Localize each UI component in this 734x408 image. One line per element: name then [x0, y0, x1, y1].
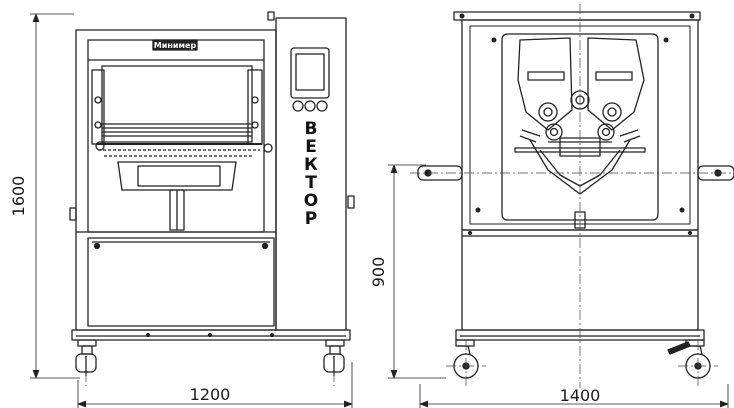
- control-button-1: [292, 100, 304, 112]
- control-button-2: [304, 100, 316, 112]
- front-height-label: 1600: [9, 176, 28, 217]
- side-width-dimension: [419, 384, 729, 408]
- side-height-label: 900: [369, 257, 388, 288]
- side-view: [388, 11, 734, 408]
- brand-letter: В: [305, 119, 318, 139]
- side-height-dimension: [388, 164, 446, 379]
- brand-letter: Е: [305, 137, 317, 157]
- brand-letter: Т: [305, 173, 317, 193]
- side-width-label: 1400: [560, 386, 601, 405]
- brand-letter: Р: [305, 209, 317, 229]
- logo-text: Минимер: [154, 41, 197, 50]
- brand-letter: К: [304, 155, 318, 175]
- side-right-caster: [667, 339, 711, 379]
- front-width-dimension: [77, 362, 353, 408]
- control-button-3: [316, 100, 328, 112]
- front-view: [30, 11, 355, 408]
- control-screen: [295, 53, 325, 91]
- front-left-caster: [75, 339, 97, 376]
- center-lines: [85, 4, 734, 388]
- front-height-dimension: [30, 13, 80, 379]
- control-screen-frame: [290, 47, 330, 99]
- brand-letter: О: [304, 191, 318, 211]
- front-right-caster: [323, 339, 345, 376]
- brand-lettering: В Е К Т О Р: [304, 119, 318, 229]
- logo-plate: [152, 39, 198, 51]
- front-width-label: 1200: [190, 385, 231, 404]
